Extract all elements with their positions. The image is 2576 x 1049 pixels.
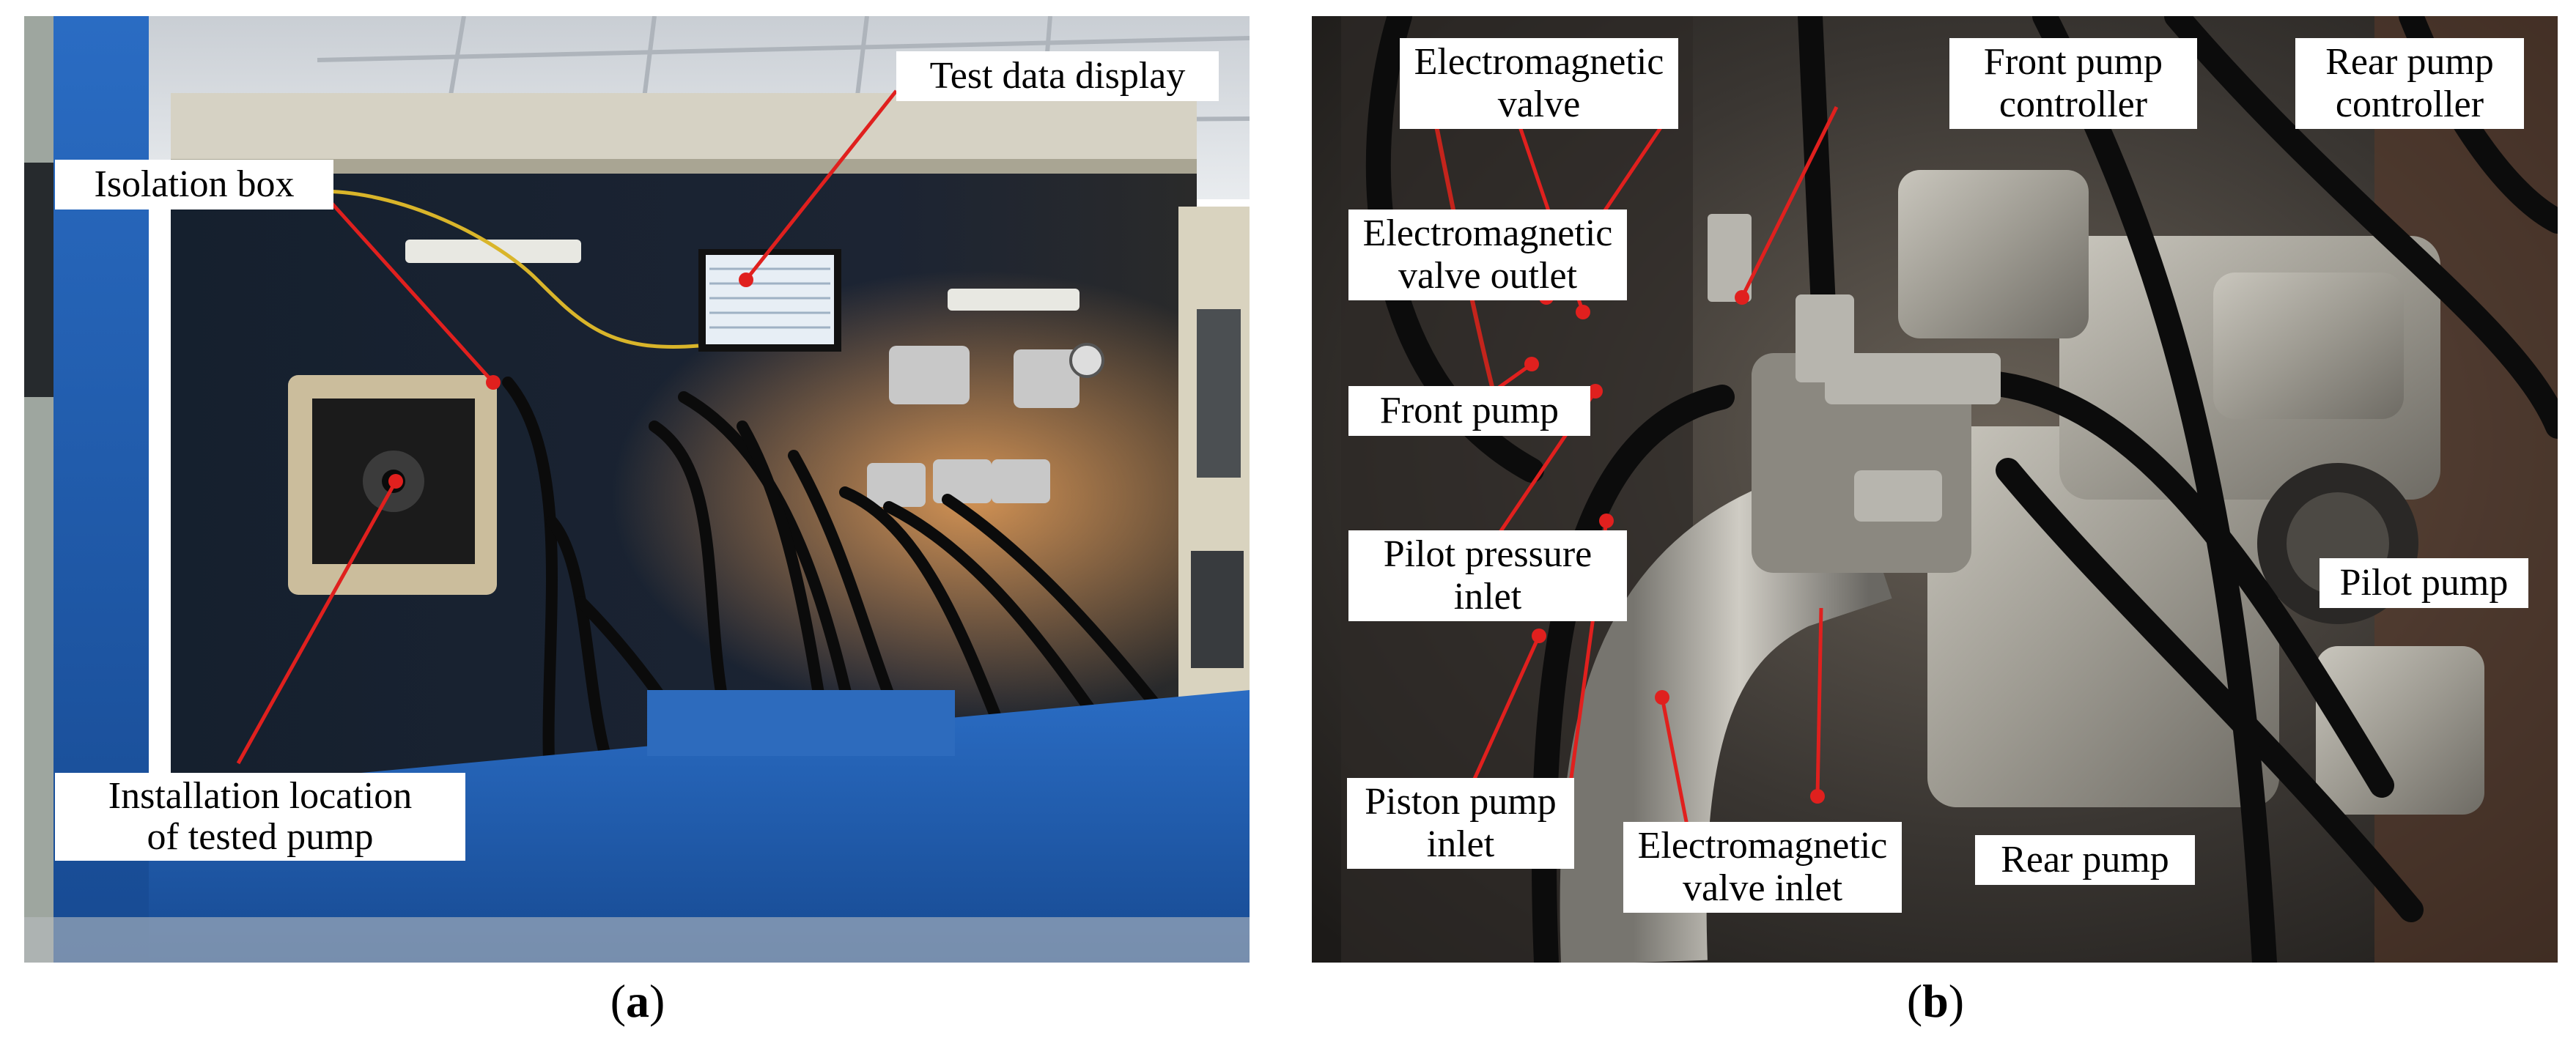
- photo-panel-b: Electromagnetic valve Front pump control…: [1312, 16, 2558, 963]
- caption-b: (b): [1906, 975, 1965, 1027]
- label-piston-inlet-line1: Piston pump: [1365, 781, 1557, 823]
- label-em-valve-inlet: Electromagnetic valve inlet: [1623, 822, 1902, 913]
- label-installation-location: Installation location of tested pump: [55, 773, 465, 861]
- caption-b-letter: b: [1922, 975, 1949, 1027]
- caption-a: (a): [610, 975, 665, 1027]
- label-em-valve-line2: valve: [1497, 84, 1581, 125]
- label-pilot-pressure-inlet: Pilot pressure inlet: [1348, 530, 1627, 621]
- label-piston-pump-inlet: Piston pump inlet: [1347, 778, 1574, 869]
- label-rear-pump-controller: Rear pump controller: [2295, 38, 2524, 129]
- label-pilot-inlet-line2: inlet: [1453, 576, 1522, 618]
- label-piston-inlet-line2: inlet: [1426, 823, 1495, 865]
- label-front-pump: Front pump: [1348, 386, 1590, 436]
- label-front-ctrl-line2: controller: [1999, 84, 2148, 125]
- label-em-valve: Electromagnetic valve: [1400, 38, 1678, 129]
- label-em-outlet-line2: valve outlet: [1398, 255, 1578, 297]
- photo-panel-a: Isolation box Test data display Installa…: [24, 16, 1250, 963]
- label-rear-ctrl-line2: controller: [2335, 84, 2484, 125]
- label-isolation-box: Isolation box: [55, 160, 333, 210]
- label-front-pump-controller: Front pump controller: [1949, 38, 2197, 129]
- label-front-ctrl-line1: Front pump: [1983, 41, 2163, 83]
- label-em-outlet-line1: Electromagnetic: [1362, 212, 1613, 254]
- label-rear-pump: Rear pump: [1975, 835, 2195, 885]
- label-em-inlet-line1: Electromagnetic: [1637, 825, 1888, 867]
- label-em-valve-outlet: Electromagnetic valve outlet: [1348, 210, 1627, 300]
- label-em-valve-line1: Electromagnetic: [1414, 41, 1664, 83]
- label-pilot-inlet-line1: Pilot pressure: [1383, 533, 1593, 575]
- caption-a-letter: a: [626, 975, 649, 1027]
- label-pilot-pump: Pilot pump: [2319, 558, 2528, 608]
- label-installation-line2: of tested pump: [147, 816, 374, 858]
- label-test-data-display: Test data display: [896, 51, 1219, 101]
- label-em-inlet-line2: valve inlet: [1682, 867, 1843, 909]
- label-installation-line1: Installation location: [108, 775, 413, 817]
- label-rear-ctrl-line1: Rear pump: [2325, 41, 2494, 83]
